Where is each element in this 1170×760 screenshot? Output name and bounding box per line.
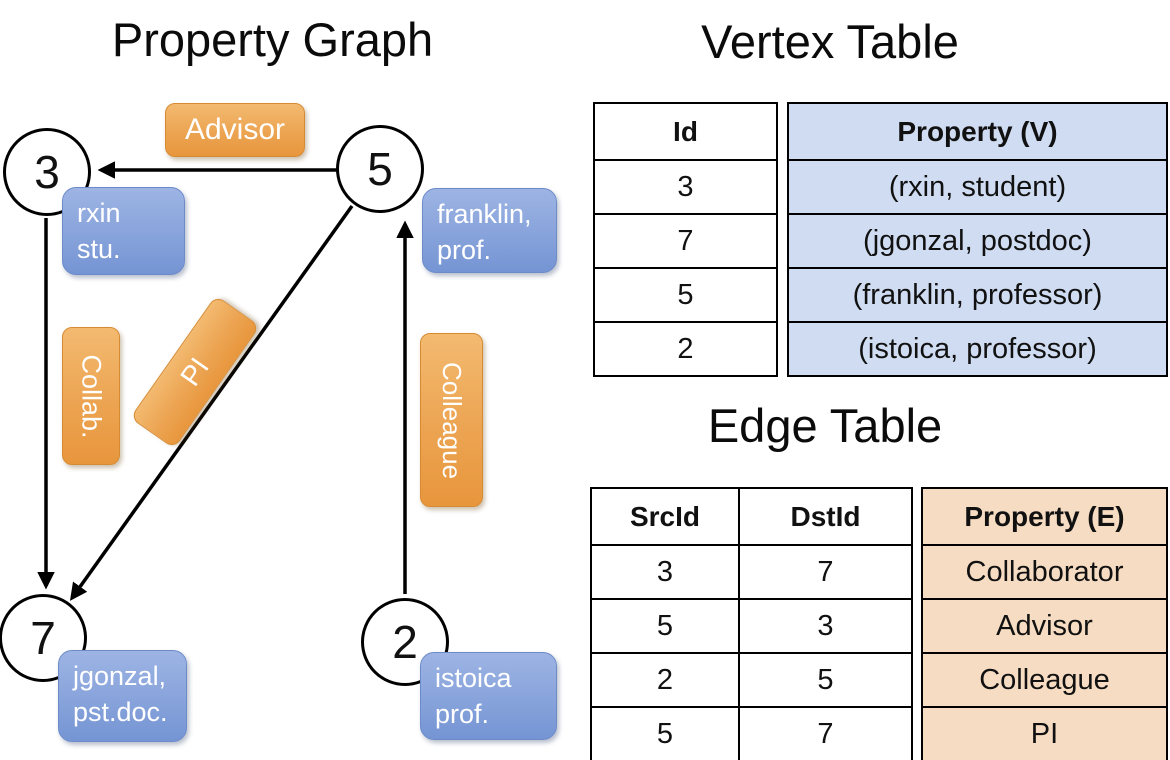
table-cell: Colleague xyxy=(923,652,1166,706)
table-cell: Advisor xyxy=(923,598,1166,652)
vertex-table-property-header: Property (V) xyxy=(789,104,1166,159)
edge-5-to-7 xyxy=(69,204,354,601)
edge-label-advisor: Advisor xyxy=(165,103,305,157)
edge-label-advisor-text: Advisor xyxy=(184,113,286,146)
vertex-table-property-column: Property (V) (rxin, student) (jgonzal, p… xyxy=(787,102,1168,377)
table-cell: 2 xyxy=(595,321,776,375)
edge-label-pi-text: PI xyxy=(174,351,215,392)
table-cell: 7 xyxy=(595,213,776,267)
node-7: 7 xyxy=(0,594,87,682)
edge-table-srcid-column: SrcId 3 5 2 5 xyxy=(592,489,738,760)
vertex-box-franklin-line1: franklin, xyxy=(437,199,532,229)
table-cell: (rxin, student) xyxy=(789,159,1166,213)
vertex-box-istoica: istoica prof. xyxy=(420,652,557,740)
edge-label-colleague-text: Colleague xyxy=(437,361,467,479)
table-cell: (jgonzal, postdoc) xyxy=(789,213,1166,267)
table-cell: (istoica, professor) xyxy=(789,321,1166,375)
edge-label-collab-text: Collab. xyxy=(76,353,107,439)
vertex-box-jgonzal: jgonzal, pst.doc. xyxy=(58,650,187,742)
edge-label-colleague: Colleague xyxy=(420,333,483,507)
edge-table-id-columns: SrcId 3 5 2 5 DstId 7 3 5 7 xyxy=(590,487,913,760)
graph-edges xyxy=(37,161,414,601)
vertex-table-title: Vertex Table xyxy=(701,15,959,68)
property-graph-title: Property Graph xyxy=(111,13,434,66)
node-2-id: 2 xyxy=(392,616,418,668)
table-cell: 5 xyxy=(592,598,738,652)
table-cell: 5 xyxy=(595,267,776,321)
vertex-box-franklin-line2: prof. xyxy=(437,234,492,265)
node-5: 5 xyxy=(336,125,424,213)
table-cell: 3 xyxy=(595,159,776,213)
edge-table-srcid-header: SrcId xyxy=(629,500,701,532)
vertex-box-istoica-line1: istoica xyxy=(435,663,512,693)
table-cell: 7 xyxy=(740,706,911,760)
node-7-id: 7 xyxy=(30,612,56,664)
table-cell: PI xyxy=(923,706,1166,760)
node-5-id: 5 xyxy=(367,143,393,195)
edge-table-dstid-header: DstId xyxy=(790,500,861,532)
vertex-table-id-header: Id xyxy=(673,115,698,147)
table-cell: 3 xyxy=(592,544,738,598)
table-cell: 7 xyxy=(740,544,911,598)
vertex-box-rxin-line2: stu. xyxy=(77,233,121,264)
table-cell: 3 xyxy=(740,598,911,652)
vertex-box-franklin: franklin, prof. xyxy=(422,188,557,273)
vertex-box-rxin-line1: rxin xyxy=(77,198,121,228)
table-cell: 2 xyxy=(592,652,738,706)
vertex-box-istoica-line2: prof. xyxy=(435,698,490,729)
node-3-id: 3 xyxy=(34,146,60,198)
edge-table-property-header: Property (E) xyxy=(923,489,1166,544)
edge-table: SrcId 3 5 2 5 DstId 7 3 5 7 Property (E)… xyxy=(590,487,1168,760)
vertex-box-rxin: rxin stu. xyxy=(62,187,185,275)
edge-label-collab: Collab. xyxy=(62,327,120,465)
vertex-box-jgonzal-line1: jgonzal, xyxy=(73,661,167,691)
table-cell: (franklin, professor) xyxy=(789,267,1166,321)
table-cell: Collaborator xyxy=(923,544,1166,598)
vertex-table: Id 3 7 5 2 Property (V) (rxin, student) … xyxy=(593,102,1168,377)
table-cell: 5 xyxy=(740,652,911,706)
table-cell: 5 xyxy=(592,706,738,760)
vertex-box-jgonzal-line2: pst.doc. xyxy=(73,696,168,727)
edge-table-property-column: Property (E) Collaborator Advisor Collea… xyxy=(921,487,1168,760)
edge-table-dstid-column: DstId 7 3 5 7 xyxy=(738,489,911,760)
vertex-table-id-column: Id 3 7 5 2 xyxy=(593,102,778,377)
edge-table-title: Edge Table xyxy=(707,399,943,452)
